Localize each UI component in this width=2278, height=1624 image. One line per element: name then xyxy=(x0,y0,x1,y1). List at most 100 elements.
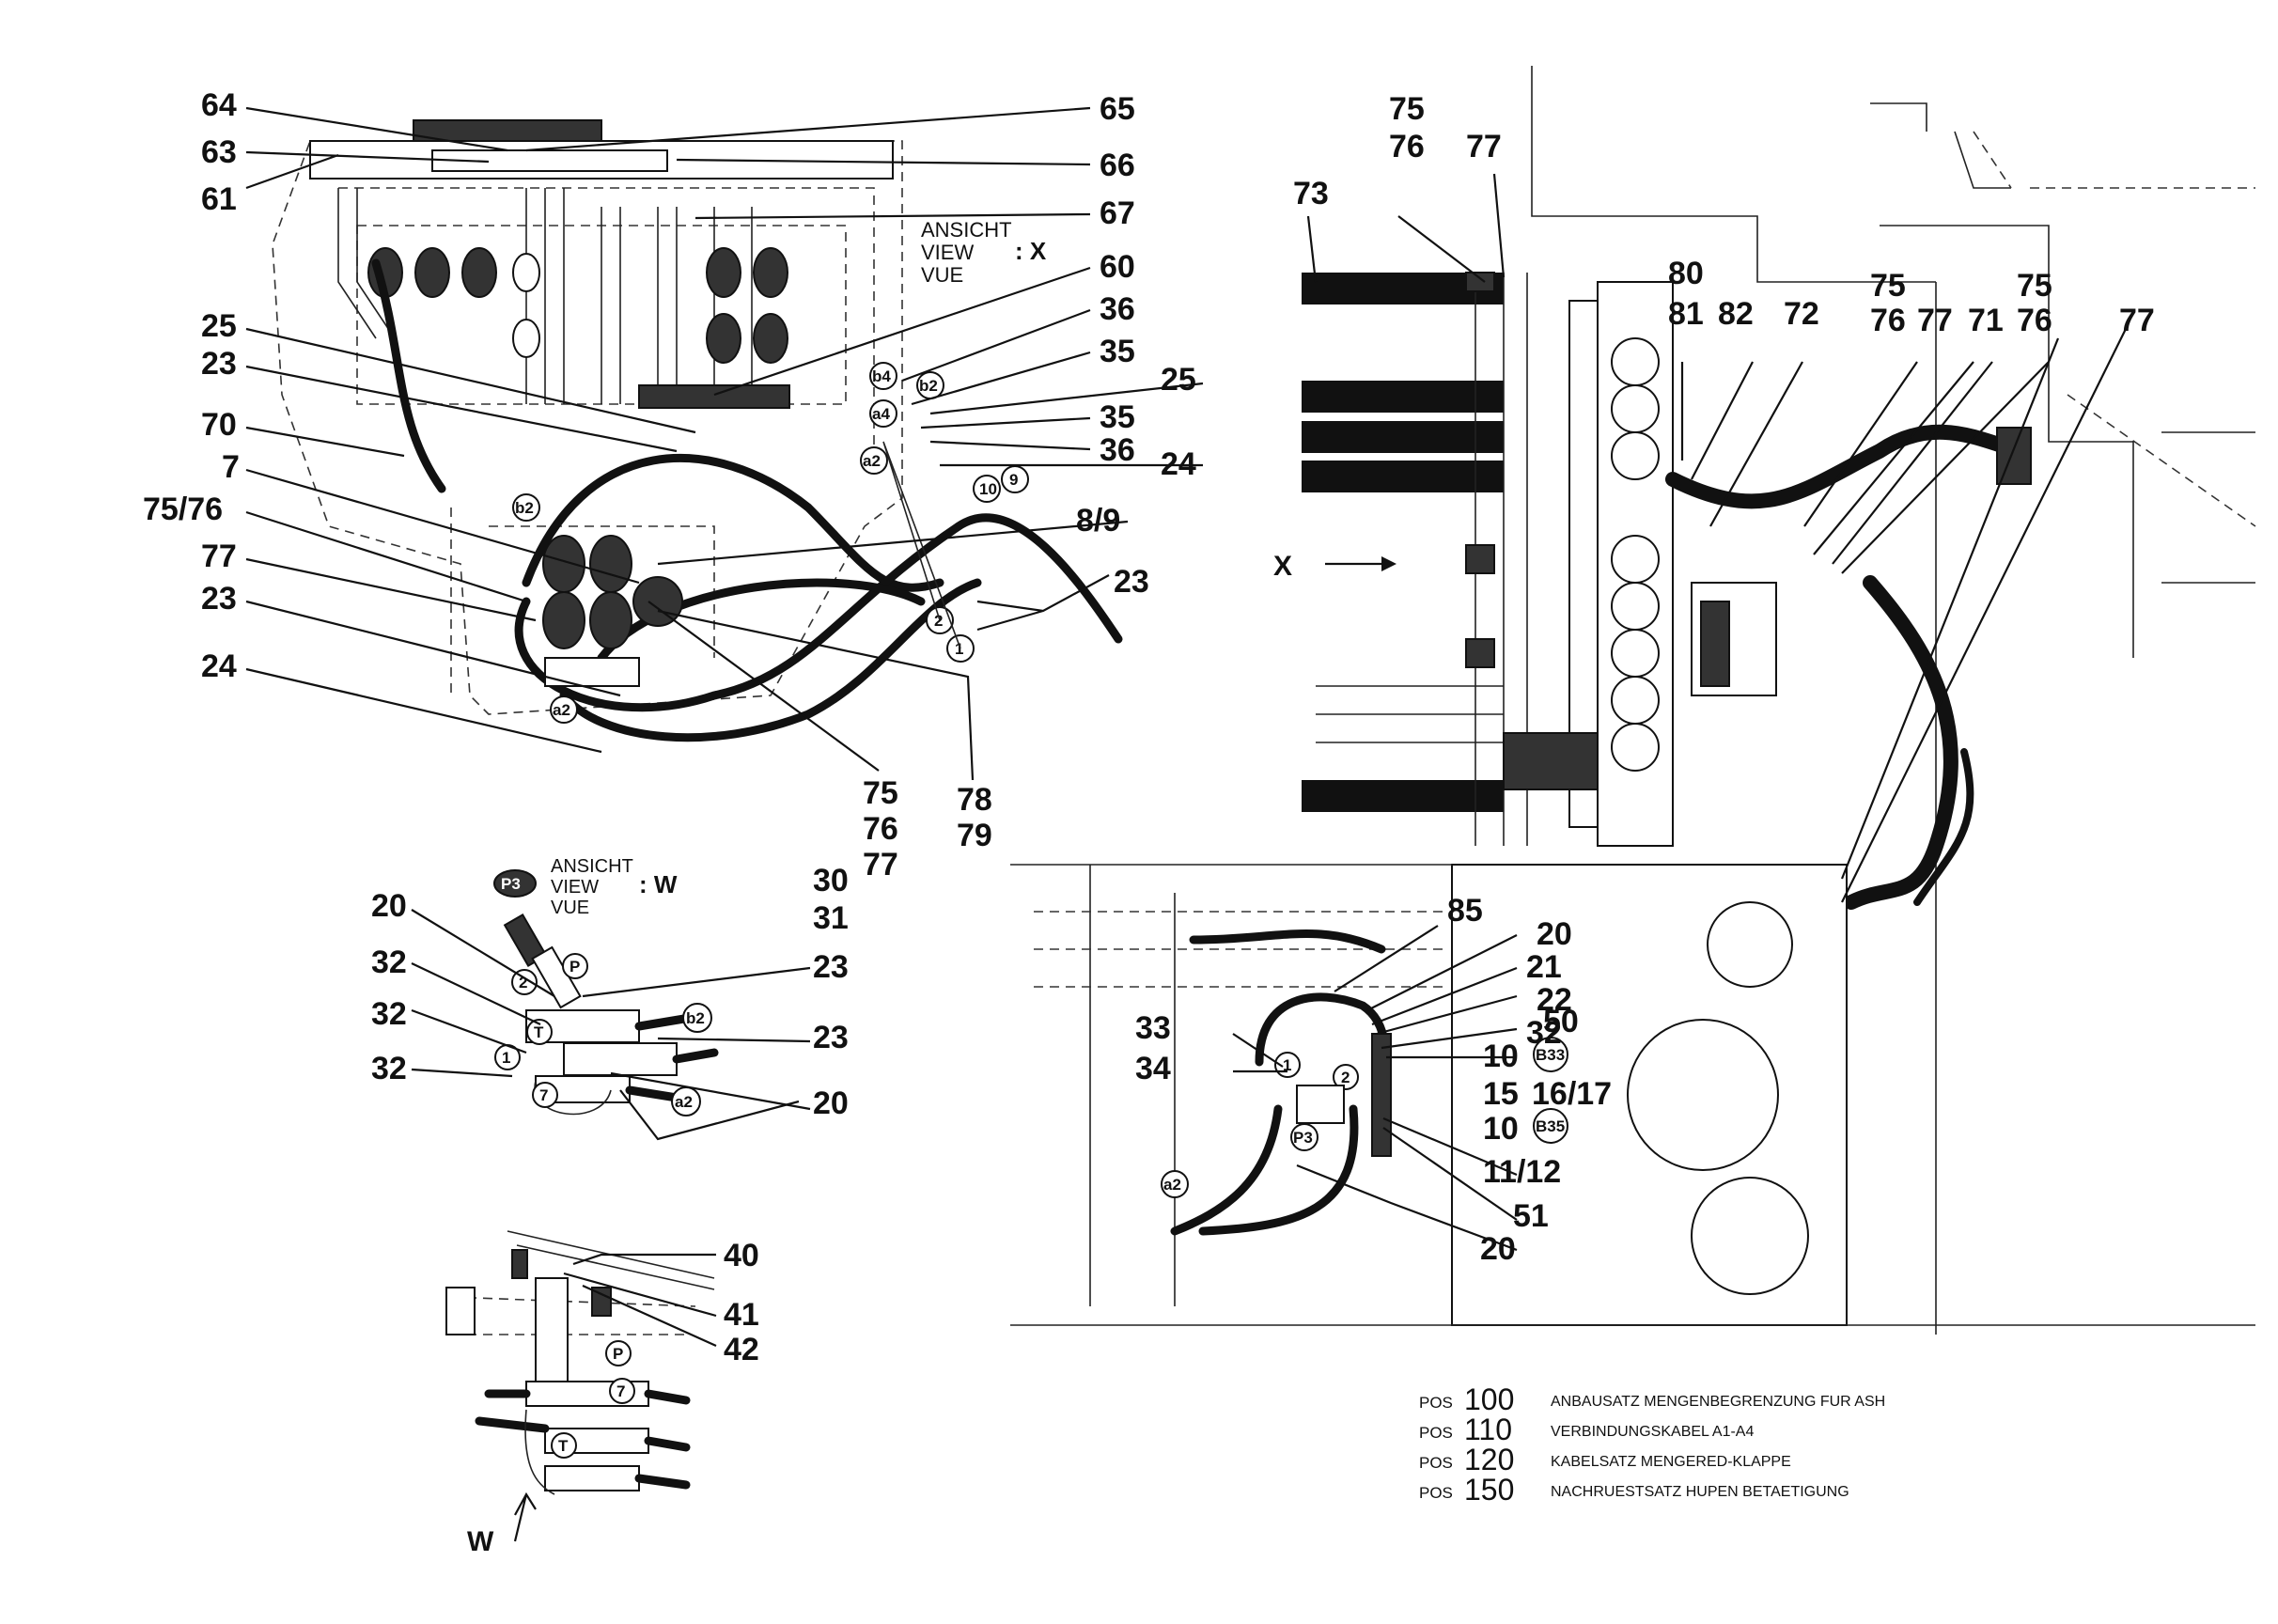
legend-number: 120 xyxy=(1464,1443,1514,1476)
legend-prefix: POS xyxy=(1419,1424,1453,1442)
right-callout-82: 82 xyxy=(1718,296,1754,332)
legend-number: 110 xyxy=(1464,1413,1512,1446)
view-x-label-2: VIEW xyxy=(921,241,974,264)
legend-number: 100 xyxy=(1464,1382,1514,1416)
legend-prefix: POS xyxy=(1419,1454,1453,1472)
legend-row-150: POS 150 NACHRUESTSATZ HUPEN BETAETIGUNG xyxy=(1419,1473,1849,1507)
lower-callout-20-top: 20 xyxy=(1537,916,1572,952)
svg-text:a2: a2 xyxy=(675,1093,693,1111)
lower-callout-11-12: 11/12 xyxy=(1483,1154,1561,1190)
callout-8-9: 8/9 xyxy=(1076,503,1120,539)
manifold-ports xyxy=(1611,337,1660,772)
view-w-callout-32-c: 32 xyxy=(371,1051,407,1086)
view-w-callout-23-b: 23 xyxy=(813,1020,849,1055)
lower-callout-85: 85 xyxy=(1447,893,1483,929)
right-callout-72: 72 xyxy=(1784,296,1819,332)
right-callout-77-mid: 77 xyxy=(1917,303,1953,338)
svg-text:P: P xyxy=(570,958,580,976)
view-x-label-3: VUE xyxy=(921,263,963,287)
right-callout-71: 71 xyxy=(1968,303,2004,338)
svg-text:a2: a2 xyxy=(553,701,570,719)
svg-text:b4: b4 xyxy=(872,367,891,385)
svg-text:2: 2 xyxy=(934,612,943,630)
svg-text:1: 1 xyxy=(1283,1056,1291,1074)
callout-77-left: 77 xyxy=(201,539,237,574)
callout-75-bottom: 75 xyxy=(863,775,898,811)
callout-23-right: 23 xyxy=(1114,564,1149,600)
legend-row-120: POS 120 KABELSATZ MENGERED-KLAPPE xyxy=(1419,1443,1791,1476)
svg-text:2: 2 xyxy=(519,974,527,992)
callout-35-lower: 35 xyxy=(1100,399,1135,435)
callout-78: 78 xyxy=(957,782,992,818)
callout-35-upper: 35 xyxy=(1100,334,1135,369)
right-callout-81: 81 xyxy=(1668,296,1704,332)
view-w-label-3: VUE xyxy=(551,898,589,918)
svg-text:P3: P3 xyxy=(1293,1129,1313,1147)
right-callout-75-top: 75 xyxy=(1389,91,1425,127)
callout-79: 79 xyxy=(957,818,992,853)
callout-36-lower: 36 xyxy=(1100,432,1135,468)
lower-callout-15: 15 xyxy=(1483,1076,1519,1112)
svg-text:B33: B33 xyxy=(1536,1046,1565,1064)
svg-text:7: 7 xyxy=(539,1086,548,1104)
callout-67: 67 xyxy=(1100,195,1135,231)
callout-24-right: 24 xyxy=(1161,446,1196,482)
svg-text:7: 7 xyxy=(616,1382,625,1400)
svg-text:b2: b2 xyxy=(919,377,938,395)
view-w-callout-32-a: 32 xyxy=(371,945,407,980)
svg-text:1: 1 xyxy=(955,640,963,658)
right-callout-75-mid: 75 xyxy=(1870,268,1906,304)
right-callout-76-right: 76 xyxy=(2017,303,2052,338)
svg-text:a4: a4 xyxy=(872,405,890,423)
svg-text:T: T xyxy=(534,1023,544,1041)
view-w-callout-20-left: 20 xyxy=(371,888,407,924)
right-callout-77-right: 77 xyxy=(2119,303,2155,338)
right-callout-77-top: 77 xyxy=(1466,129,1502,164)
legend-prefix: POS xyxy=(1419,1484,1453,1502)
right-callout-80: 80 xyxy=(1668,256,1704,291)
lower-callout-10-b: 10 xyxy=(1483,1111,1519,1147)
callout-76-bottom: 76 xyxy=(863,811,898,847)
callout-66: 66 xyxy=(1100,148,1135,183)
detail-callout-41: 41 xyxy=(724,1297,759,1333)
callout-75-76: 75/76 xyxy=(143,492,223,527)
callout-25-right: 25 xyxy=(1161,362,1196,398)
lower-callout-10-a: 10 xyxy=(1483,1038,1519,1074)
view-w-label-2: VIEW xyxy=(551,877,599,898)
svg-text:a2: a2 xyxy=(863,452,881,470)
callout-64: 64 xyxy=(201,87,237,123)
legend-prefix: POS xyxy=(1419,1394,1453,1412)
lower-callout-50-visible: 50 xyxy=(1543,1004,1579,1039)
right-callout-76-top: 76 xyxy=(1389,129,1425,164)
view-w-arrow-label: W xyxy=(467,1526,494,1557)
view-w: P3 ANSICHT VIEW VUE : W P 2 T 1 7 b2 a2 … xyxy=(371,856,849,1141)
callout-25-left: 25 xyxy=(201,308,237,344)
lower-callout-51: 51 xyxy=(1513,1198,1549,1234)
callout-23-left: 23 xyxy=(201,346,237,382)
callout-61: 61 xyxy=(201,181,237,217)
detail-callout-40: 40 xyxy=(724,1238,759,1273)
lower-callout-21: 21 xyxy=(1526,949,1562,985)
lower-callout-34: 34 xyxy=(1135,1051,1171,1086)
svg-text:10: 10 xyxy=(979,480,997,498)
lower-callout-33: 33 xyxy=(1135,1010,1171,1046)
lower-callout-16-17: 16/17 xyxy=(1532,1076,1612,1112)
detail-callout-42: 42 xyxy=(724,1332,759,1367)
right-callout-73: 73 xyxy=(1293,176,1329,211)
view-w-letter: : W xyxy=(639,870,678,898)
valve-bank xyxy=(367,247,790,409)
svg-text:1: 1 xyxy=(502,1049,510,1067)
lower-callout-32: 32 xyxy=(1526,1015,1562,1051)
view-w-callout-32-b: 32 xyxy=(371,996,407,1032)
view-x-letter: : X xyxy=(1015,237,1047,265)
right-view: X 1 2 P3 a2 B33 B35 xyxy=(1010,66,2256,1335)
legend-row-110: POS 110 VERBINDUNGSKABEL A1-A4 xyxy=(1419,1413,1754,1446)
svg-text:B35: B35 xyxy=(1536,1117,1565,1135)
legend-text: ANBAUSATZ MENGENBEGRENZUNG FUR ASH xyxy=(1551,1394,1885,1410)
svg-text:2: 2 xyxy=(1341,1069,1350,1086)
lower-callout-22: 22 xyxy=(1537,982,1572,1018)
callout-60: 60 xyxy=(1100,249,1135,285)
view-w-p3-badge: P3 xyxy=(501,875,521,893)
legend-number: 150 xyxy=(1464,1473,1514,1507)
